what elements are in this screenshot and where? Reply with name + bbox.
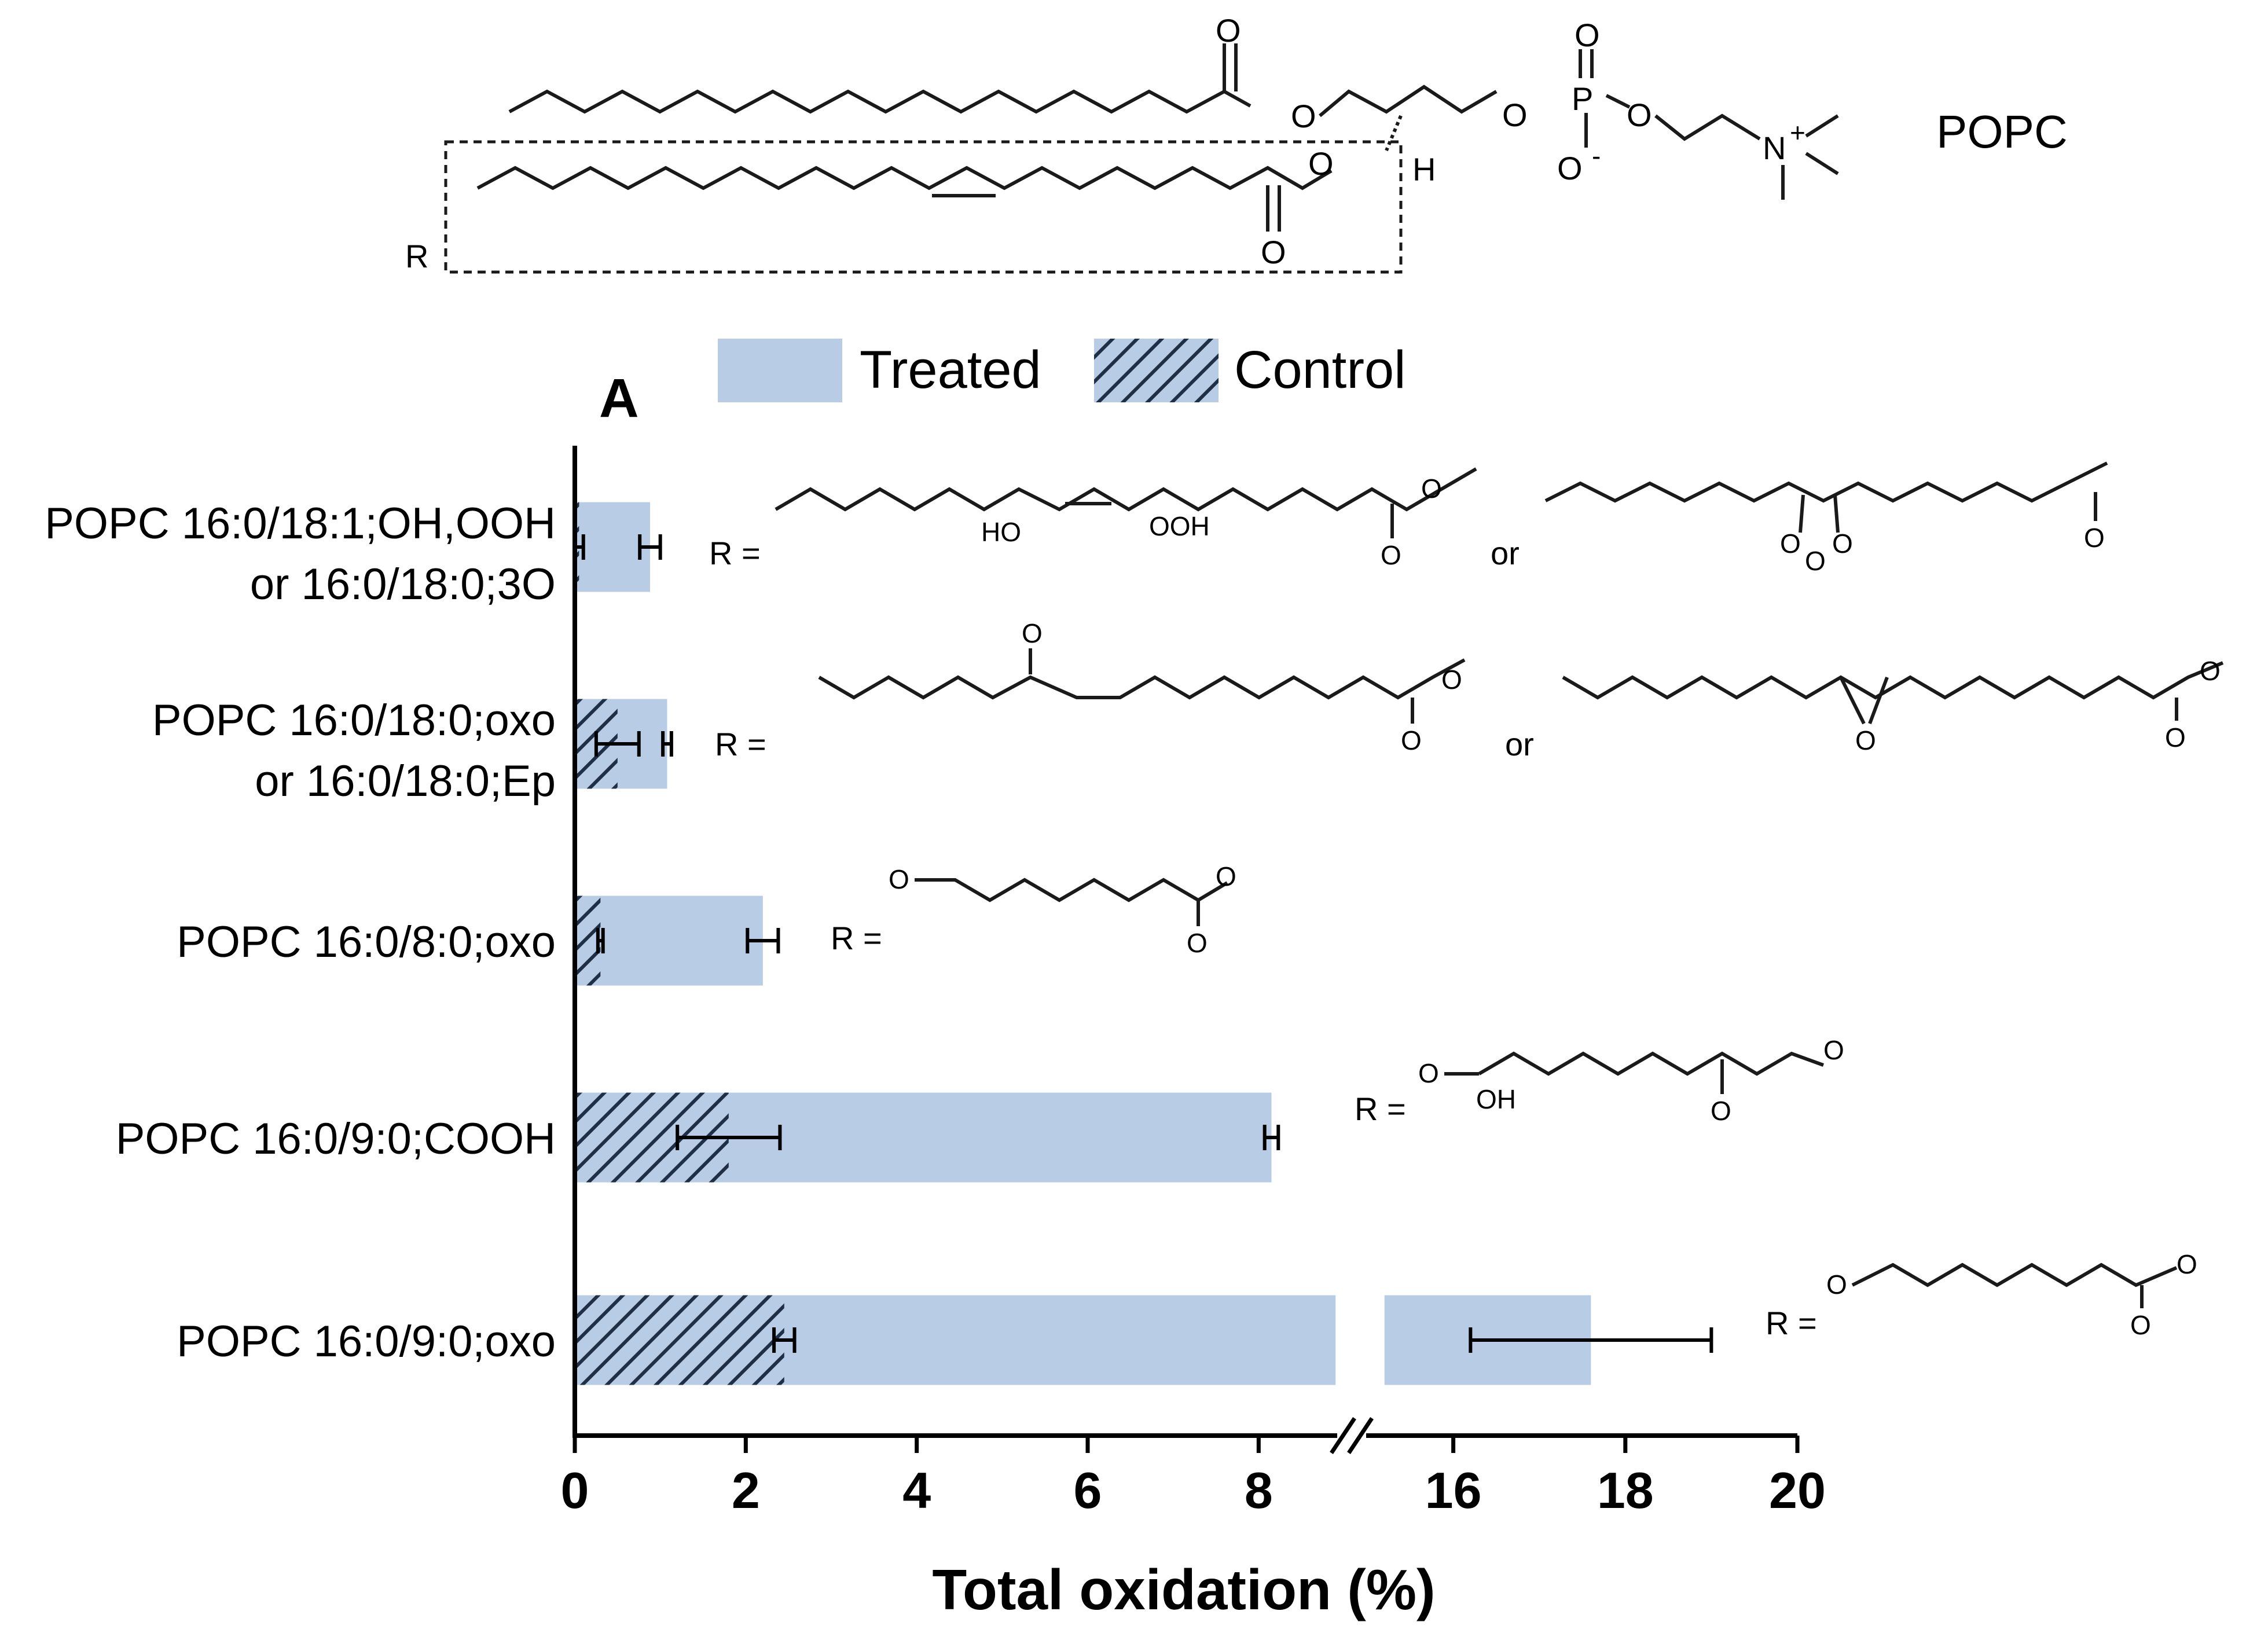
atom-o: O (1805, 546, 1826, 576)
atom-o: O (1780, 529, 1801, 559)
or-text: or (1505, 726, 1534, 762)
category-label: POPC 16:0/8:0;oxo (177, 918, 556, 967)
atom-o: O (2130, 1310, 2151, 1340)
atom-o: O (1575, 17, 1600, 53)
atom-o: O (1381, 540, 1401, 570)
r-equals: R = (1766, 1305, 1817, 1341)
atom-o: O (1022, 618, 1043, 648)
x-tick-label: 0 (561, 1462, 589, 1519)
atom-o: O (1418, 1058, 1439, 1088)
r1-ho: HO (981, 517, 1021, 547)
legend-swatch-control (1094, 339, 1219, 402)
r-group-label: R (405, 238, 428, 274)
atom-o: O (1855, 725, 1876, 755)
error-bar-treated (661, 731, 673, 757)
atom-o: O (2165, 722, 2186, 753)
x-tick-label: 20 (1769, 1462, 1826, 1519)
error-bar-control (676, 1125, 782, 1150)
error-bar-treated (1469, 1327, 1713, 1353)
bar-control (575, 1295, 784, 1385)
error-bar-treated (1263, 1125, 1280, 1150)
popc-structure: O O O P O O - O N + H O O R (405, 12, 1839, 274)
x-tick-label: 18 (1597, 1462, 1654, 1519)
r4-oh: OH (1476, 1084, 1516, 1114)
legend-label-control: Control (1234, 340, 1406, 399)
atom-o: O (1557, 150, 1583, 186)
legend-label-treated: Treated (860, 340, 1041, 399)
atom-o: O (1826, 1269, 1847, 1300)
x-tick-label: 8 (1245, 1462, 1273, 1519)
r-equals: R = (715, 726, 766, 762)
r-equals: R = (709, 535, 761, 571)
r-equals: R = (1355, 1091, 1406, 1127)
atom-o: O (2177, 1249, 2197, 1279)
atom-o: O (1216, 861, 1236, 891)
atom-o: O (1216, 12, 1241, 49)
atom-o: O (1187, 928, 1208, 958)
atom-o: O (1291, 98, 1316, 134)
atom-o: O (1832, 529, 1853, 559)
atom-o: O (1823, 1035, 1844, 1065)
r1-ooh: OOH (1149, 511, 1210, 541)
panel-label: A (599, 368, 639, 429)
or-text: or (1491, 535, 1520, 571)
atom-o: O (1308, 145, 1334, 182)
atom-o: O (1441, 665, 1462, 695)
atom-n: N (1763, 130, 1786, 166)
atom-p: P (1572, 80, 1593, 117)
charge-plus: + (1790, 118, 1805, 148)
x-tick-label: 6 (1074, 1462, 1102, 1519)
x-tick-label: 16 (1425, 1462, 1482, 1519)
atom-o: O (1421, 474, 1442, 504)
bar-treated (575, 502, 650, 592)
x-tick-label: 2 (732, 1462, 760, 1519)
error-bar-treated (746, 928, 780, 953)
category-label: POPC 16:0/9:0;COOH (116, 1114, 556, 1164)
legend-swatch-treated (718, 339, 842, 402)
x-ticks: 0 2 4 6 8 16 18 20 (561, 1436, 1826, 1519)
r-group-structures: R = HO OOH O O or O O O O R = O O O or O… (709, 461, 2224, 1341)
charge-minus: - (1592, 141, 1601, 171)
r-equals: R = (831, 920, 882, 956)
x-tick-label: 4 (902, 1462, 931, 1519)
error-bar-control (596, 928, 605, 953)
atom-o: O (1502, 97, 1528, 133)
atom-o: O (2084, 523, 2105, 553)
atom-o: O (2200, 656, 2221, 686)
atom-h: H (1412, 151, 1436, 188)
error-bar-control (772, 1327, 797, 1353)
molecule-name: POPC (1936, 106, 2068, 157)
axis-break-mark (1330, 1417, 1374, 1454)
legend: Treated Control (718, 339, 1406, 402)
x-axis-label: Total oxidation (%) (932, 1558, 1435, 1621)
atom-o: O (1627, 97, 1652, 133)
error-bar-treated (638, 534, 662, 560)
atom-o: O (1401, 725, 1422, 755)
bars (575, 502, 1591, 1385)
atom-o: O (889, 864, 909, 894)
bar-treated (575, 896, 763, 986)
atom-o: O (1711, 1096, 1731, 1126)
error-bar-control (594, 731, 641, 757)
category-label: POPC 16:0/9:0;oxo (177, 1317, 556, 1366)
atom-o: O (1261, 234, 1286, 270)
